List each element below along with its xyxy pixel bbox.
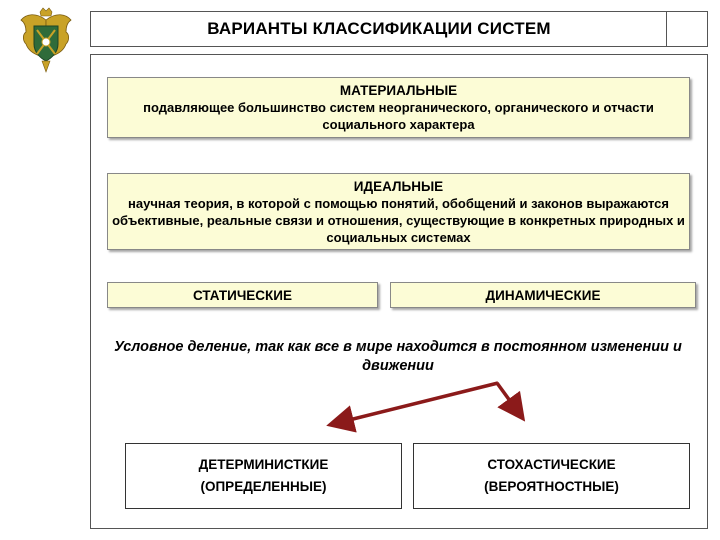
deterministic-sublabel: (ОПРЕДЕЛЕННЫЕ): [200, 479, 327, 494]
title-bar: ВАРИАНТЫ КЛАССИФИКАЦИИ СИСТЕМ: [90, 11, 708, 47]
static-systems-box: СТАТИЧЕСКИЕ: [107, 282, 378, 308]
ideal-heading: ИДЕАЛЬНЫЕ: [353, 178, 444, 194]
material-description: подавляющее большинство систем неорганич…: [143, 100, 654, 132]
static-label: СТАТИЧЕСКИЕ: [192, 287, 293, 303]
dynamic-label: ДИНАМИЧЕСКИЕ: [485, 287, 601, 303]
coat-of-arms-icon: [18, 6, 74, 74]
deterministic-systems-box: ДЕТЕРМИНИСТКИЕ (ОПРЕДЕЛЕННЫЕ): [125, 443, 402, 509]
page-title: ВАРИАНТЫ КЛАССИФИКАЦИИ СИСТЕМ: [207, 19, 551, 38]
stochastic-systems-box: СТОХАСТИЧЕСКИЕ (ВЕРОЯТНОСТНЫЕ): [413, 443, 690, 509]
stochastic-sublabel: (ВЕРОЯТНОСТНЫЕ): [484, 479, 619, 494]
material-systems-box: МАТЕРИАЛЬНЫЕ подавляющее большинство сис…: [107, 77, 690, 138]
ideal-description: научная теория, в которой с помощью поня…: [112, 195, 685, 245]
deterministic-label: ДЕТЕРМИНИСТКИЕ: [198, 457, 329, 472]
ideal-systems-box: ИДЕАЛЬНЫЕ научная теория, в которой с по…: [107, 173, 690, 250]
dynamic-systems-box: ДИНАМИЧЕСКИЕ: [390, 282, 696, 308]
conditional-division-note: Условное деление, так как все в мире нах…: [114, 339, 682, 374]
stochastic-label: СТОХАСТИЧЕСКИЕ: [487, 457, 616, 472]
title-divider: [666, 12, 667, 46]
material-heading: МАТЕРИАЛЬНЫЕ: [339, 83, 458, 98]
